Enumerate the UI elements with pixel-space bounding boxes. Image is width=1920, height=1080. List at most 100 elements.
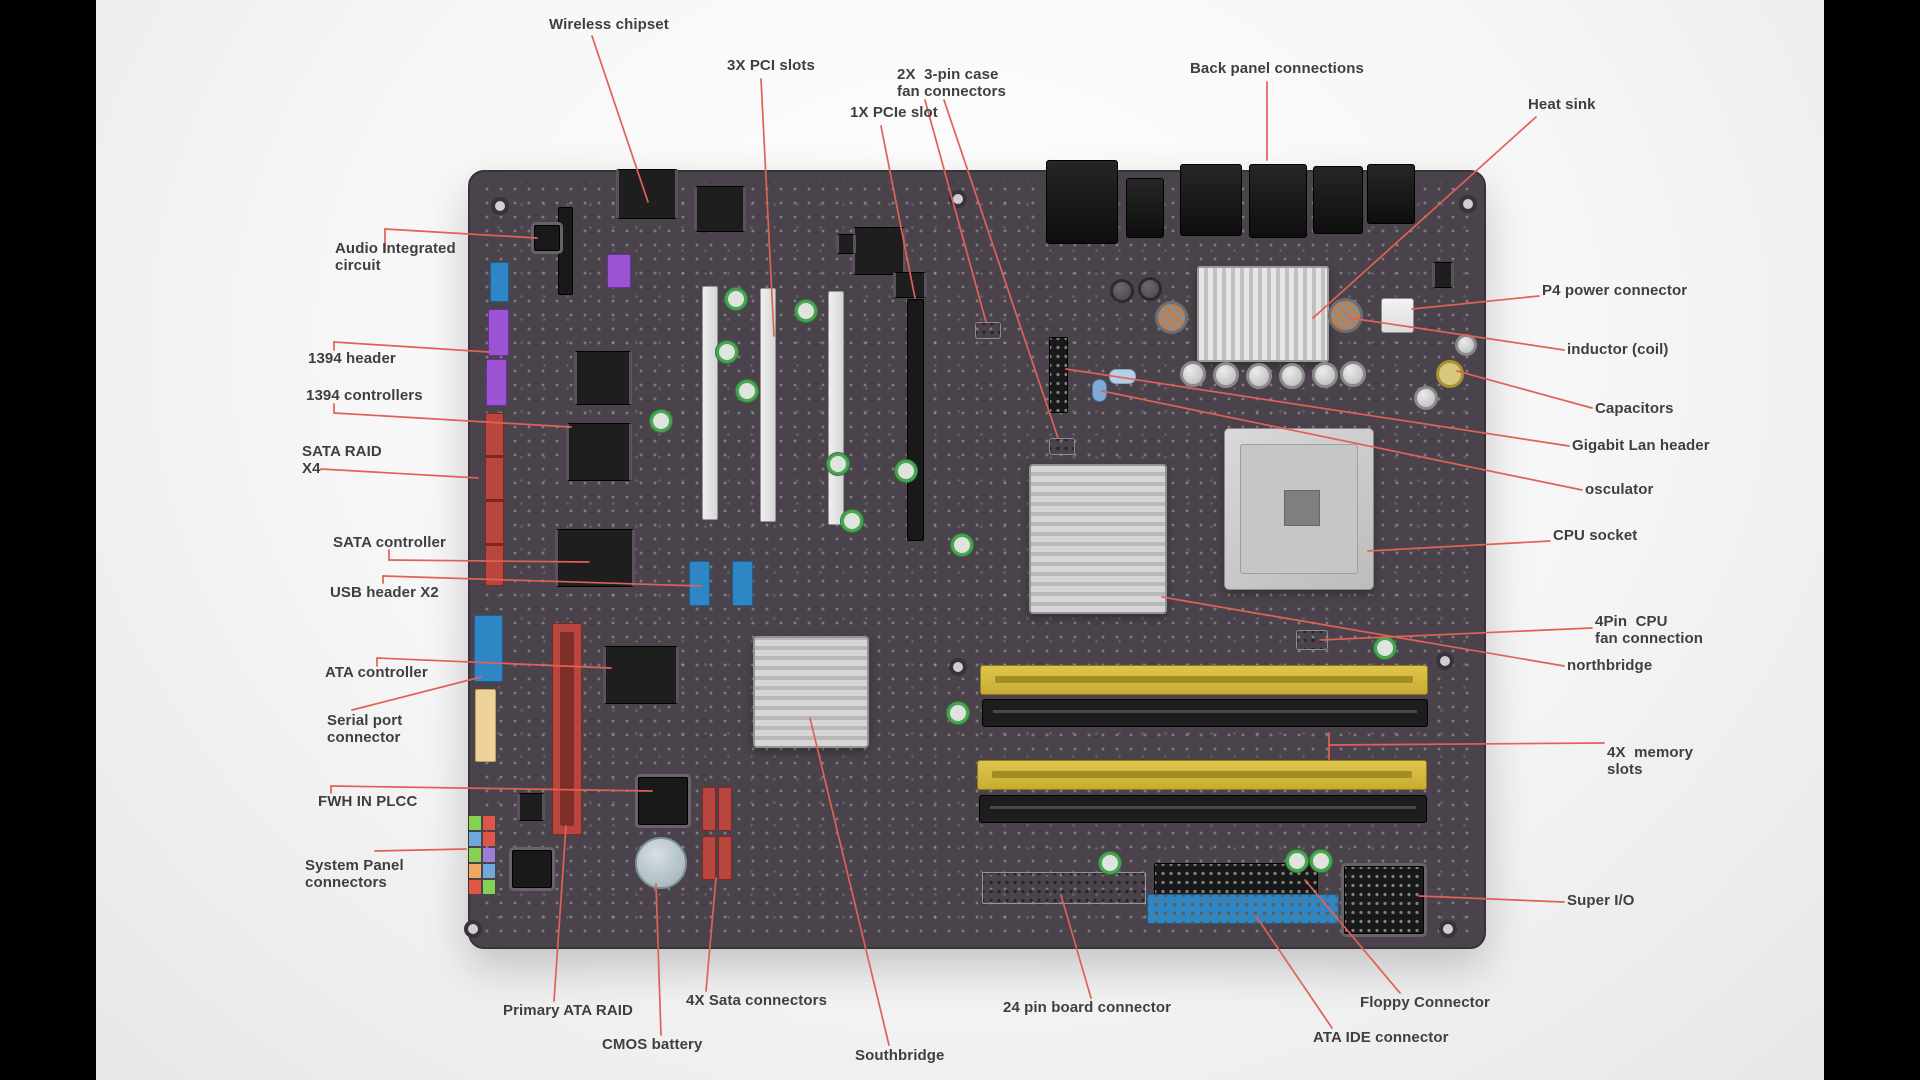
capacitor-dark [1110,279,1134,303]
cpu-fan-connector [1296,630,1328,650]
sata-connector-2 [718,787,732,831]
back-panel-port-5 [1313,166,1363,234]
primary-ata-raid-slot-channel [560,632,574,826]
inductor-coil-1 [1155,301,1188,334]
capacitor-green [947,702,969,724]
case-fan-connector-2 [1049,438,1075,455]
gigabit-lan-header-block [1049,337,1068,413]
capacitor [1246,363,1272,389]
super-io-chip [1344,866,1424,934]
chip-generic-7 [1432,262,1454,288]
capacitor-green [951,534,973,556]
capacitor-green [736,380,758,402]
inductor-coil-2 [1328,298,1363,333]
oscillator [1092,379,1107,402]
ata-ide-connector-block [1147,894,1339,924]
northbridge-chip [1029,464,1167,614]
capacitor [1213,362,1239,388]
serial-port-connector-block [475,689,496,762]
1394-header-connector-1 [488,309,509,356]
oscillator-2 [1109,369,1136,384]
1394-controller-chip-1 [574,351,632,405]
usb-header-1 [689,561,710,606]
chip-generic-6 [893,272,927,298]
memory-slot-1 [980,665,1428,695]
system-panel-pin [483,864,495,878]
header-strip [558,207,573,295]
sata-connector-3 [702,836,716,880]
pcie-slot [907,299,924,541]
capacitor-green [1286,850,1308,872]
capacitor-green [1099,852,1121,874]
capacitor-green [1374,637,1396,659]
capacitor [1312,362,1338,388]
capacitor-green [841,510,863,532]
memory-slot-2 [982,699,1428,727]
pci-slot-3 [828,291,844,525]
memory-slot-4 [979,795,1427,823]
back-panel-port-2 [1126,178,1164,238]
sata-raid-x4-connectors [485,413,504,586]
ata-controller-connector [474,615,503,682]
audio-integrated-circuit-chip [534,225,560,251]
pci-slot-1 [702,286,718,520]
mounting-hole [1439,920,1457,938]
ata-controller-chip [603,646,679,704]
24-pin-board-connector-block [982,872,1146,904]
chip-generic-3 [517,793,545,821]
system-panel-pin [469,816,481,830]
cpu-socket-center [1284,490,1320,526]
chip-generic-4 [512,850,552,888]
mounting-hole [949,658,967,676]
mounting-hole [949,190,967,208]
back-panel-port-3 [1180,164,1242,236]
sata-connector-1 [702,787,716,831]
case-fan-connector-1 [975,322,1001,339]
back-panel-port-6 [1367,164,1415,224]
chip-generic-1 [694,186,746,232]
system-panel-pin [469,832,481,846]
wireless-chipset-chip [616,169,678,219]
system-panel-pin [483,848,495,862]
capacitor [1414,386,1438,410]
system-panel-pin [469,880,481,894]
cmos-battery-cell [635,837,687,889]
system-panel-pin [483,880,495,894]
capacitor-green [725,288,747,310]
chip-generic-5 [836,234,856,254]
capacitor [1279,363,1305,389]
capacitor-green [716,341,738,363]
heat-sink [1197,266,1329,362]
back-panel-port-1 [1046,160,1118,244]
mounting-hole [1459,195,1477,213]
capacitor-green [650,410,672,432]
capacitor-gold [1436,360,1464,388]
system-panel-pin [469,848,481,862]
capacitor [1180,361,1206,387]
left-connector-blue [490,262,509,302]
southbridge-chip [753,636,869,748]
pci-slot-2 [760,288,776,522]
capacitor-green [895,460,917,482]
sata-connector-4 [718,836,732,880]
capacitor-green [795,300,817,322]
fwh-plcc-chip [638,777,688,825]
mounting-hole [1436,652,1454,670]
p4-power-connector-block [1381,298,1414,333]
usb-header-2 [732,561,753,606]
capacitor-green [1310,850,1332,872]
chip-generic-2 [852,227,906,275]
1394-controller-chip-2 [566,423,632,481]
capacitor [1340,361,1366,387]
mounting-hole [491,197,509,215]
memory-slot-3 [977,760,1427,790]
system-panel-pin [469,864,481,878]
back-panel-port-4 [1249,164,1307,238]
capacitor [1455,334,1477,356]
system-panel-pin [483,816,495,830]
mounting-hole [464,920,482,938]
capacitor-dark [1138,277,1162,301]
capacitor-green [827,453,849,475]
sata-controller-chip [555,529,635,587]
